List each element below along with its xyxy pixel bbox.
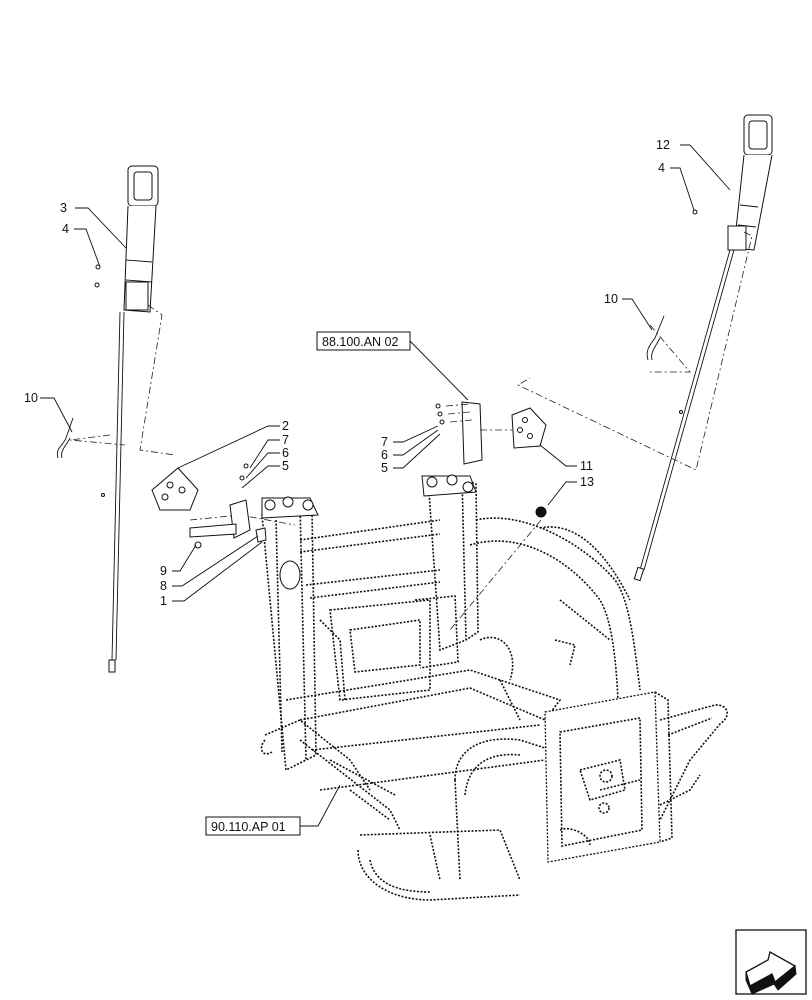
nut — [535, 506, 547, 518]
callout-12: 12 — [656, 138, 670, 152]
callout-13: 13 — [580, 475, 594, 489]
reference-label-bottom: 90.110.AP 01 — [211, 820, 286, 834]
right-pivot-bracket — [421, 474, 477, 497]
callout-1: 1 — [160, 594, 167, 608]
callout-5-left: 5 — [282, 459, 289, 473]
callout-11: 11 — [580, 459, 593, 473]
arrow-right-icon[interactable] — [735, 929, 807, 995]
right-mirror-assembly — [633, 114, 773, 582]
callouts: 3 4 10 2 7 6 5 9 8 1 12 4 10 7 6 5 11 13 — [24, 138, 670, 608]
reference-box-bottom[interactable]: 90.110.AP 01 — [205, 816, 301, 836]
callout-10-left: 10 — [24, 391, 38, 405]
callout-6-left: 6 — [282, 446, 289, 460]
left-mirror-assembly — [94, 165, 159, 673]
left-clip — [56, 417, 74, 459]
callout-9: 9 — [160, 564, 167, 578]
callout-6-right: 6 — [381, 448, 388, 462]
left-mirror-bracket — [151, 463, 267, 549]
callout-2: 2 — [282, 419, 289, 433]
reference-box-top[interactable]: 88.100.AN 02 — [316, 331, 411, 351]
right-clip — [646, 315, 665, 361]
callout-8: 8 — [160, 579, 167, 593]
cab-frame — [260, 477, 728, 901]
callout-3: 3 — [60, 201, 67, 215]
callout-4-right: 4 — [658, 161, 665, 175]
right-mirror-bracket — [435, 401, 547, 465]
callout-10-right: 10 — [604, 292, 618, 306]
callout-4-left: 4 — [62, 222, 69, 236]
leader-lines — [40, 144, 731, 827]
callout-5-right: 5 — [381, 461, 388, 475]
callout-7-left: 7 — [282, 433, 289, 447]
left-pivot-bracket — [261, 496, 319, 590]
callout-7-right: 7 — [381, 435, 388, 449]
reference-label-top: 88.100.AN 02 — [322, 335, 398, 349]
